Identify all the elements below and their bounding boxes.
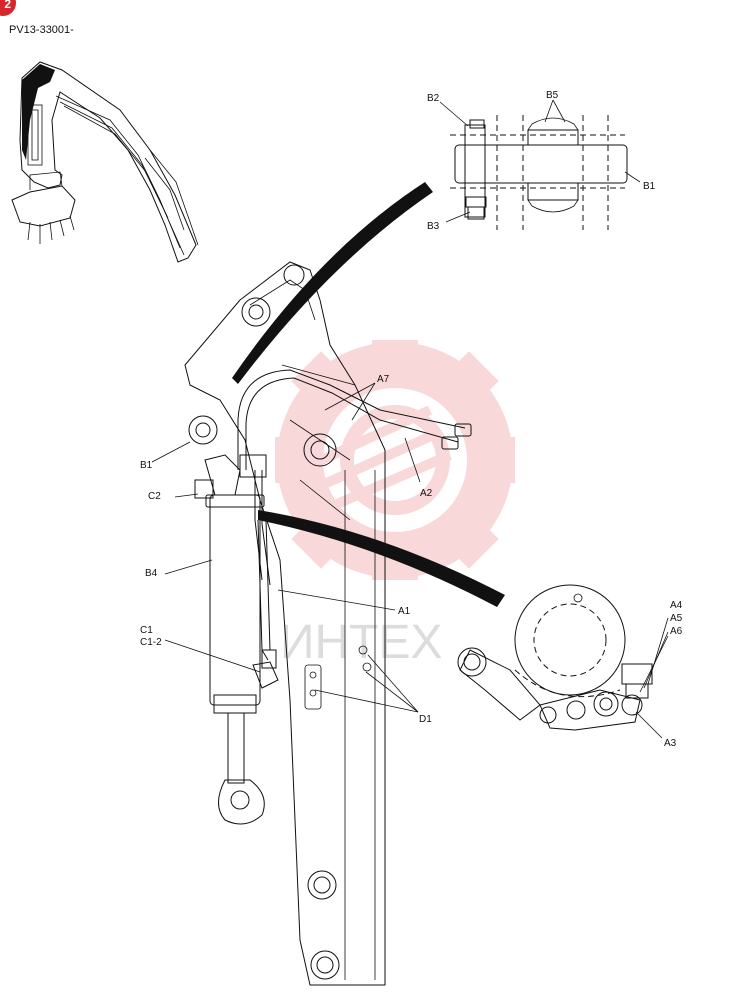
- excavator-thumbnail: [11, 61, 199, 263]
- watermark-text: ИНТЕХ: [280, 616, 443, 669]
- callout-b2: B2: [427, 93, 440, 104]
- callout-a5: A5: [670, 613, 683, 624]
- callout-c1-2: C1-2: [140, 637, 162, 648]
- callout-c2: C2: [148, 491, 161, 502]
- callout-leaders: [151, 99, 669, 739]
- page-number-badge: 2: [0, 0, 16, 16]
- callout-d1: D1: [419, 714, 432, 725]
- callout-b3: B3: [427, 221, 440, 232]
- hydraulic-hoses: [237, 369, 472, 689]
- callout-a1: A1: [398, 606, 411, 617]
- detail-connector-top: [232, 182, 433, 384]
- callout-b1: B1: [140, 460, 153, 471]
- detail-connector-bottom: [258, 510, 505, 607]
- fitting-detail-inset: [457, 584, 653, 731]
- callout-a6: A6: [670, 626, 683, 637]
- callout-a7: A7: [377, 374, 390, 385]
- pin-detail-inset: [450, 115, 628, 230]
- watermark-gear-icon: [275, 340, 515, 580]
- callout-a3: A3: [664, 738, 677, 749]
- callout-b1-detail: B1: [643, 181, 656, 192]
- hydraulic-cylinder: [188, 415, 265, 825]
- callout-c1: C1: [140, 625, 153, 636]
- callout-b4: B4: [145, 568, 158, 579]
- model-code-label: PV13-33001-: [9, 24, 74, 36]
- callout-a4: A4: [670, 600, 683, 611]
- arm-boom: [184, 261, 386, 986]
- callout-b5: B5: [546, 90, 559, 101]
- callout-a2: A2: [420, 488, 433, 499]
